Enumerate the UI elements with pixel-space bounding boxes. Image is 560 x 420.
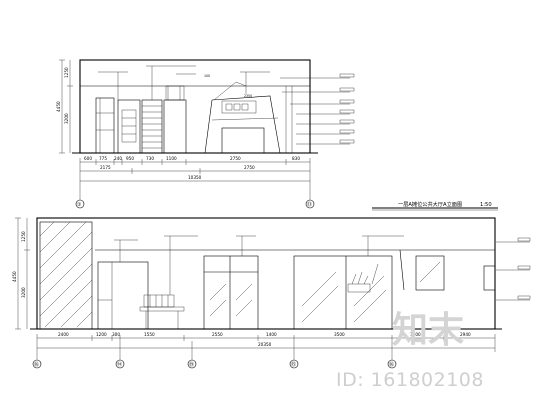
top-callout-leaders xyxy=(98,65,355,145)
bottom-horizontal-dims: 2400 1200 300 1550 2550 1400 3500 1400 2… xyxy=(36,332,496,352)
bottom-display-table xyxy=(139,306,185,312)
top-dim-5: 730 xyxy=(146,156,154,161)
bottom-dim-2: 1200 xyxy=(96,332,107,337)
bottom-vertical-dims: 1250 3200 4450 xyxy=(12,217,30,330)
top-grid-left: ① xyxy=(77,202,82,208)
top-dim-6: 1100 xyxy=(166,156,177,161)
top-grid-right: ⑬ xyxy=(307,201,312,208)
bottom-dim-1: 2400 xyxy=(58,332,69,337)
bottom-dim-5: 2550 xyxy=(212,332,223,337)
top-reception-sign xyxy=(221,100,257,114)
bottom-dim-9: 2940 xyxy=(460,332,471,337)
top-vertical-dims: 1250 3200 4450 xyxy=(56,59,73,154)
watermark-logo: 知末 xyxy=(392,310,464,351)
bottom-grid-2: ⑭ xyxy=(117,361,122,368)
bottom-dim-height-2: 3200 xyxy=(21,287,26,298)
top-left-panel xyxy=(95,97,115,154)
bottom-grid-5: ⑯ xyxy=(389,361,394,368)
top-dim-total: 10350 xyxy=(188,175,202,180)
drawing-title-block: 一层A摊位公共大厅A立面图 1:50 xyxy=(372,200,498,211)
top-dim-4: 950 xyxy=(126,156,134,161)
bottom-grid-markers: ⑯ ⑭ ⑲ ⑮ ⑯ xyxy=(32,341,397,369)
bottom-dim-8: 1400 xyxy=(410,332,421,337)
bottom-callout-leaders xyxy=(114,235,531,301)
top-reception-desk xyxy=(221,127,265,154)
bottom-right-window xyxy=(399,249,496,291)
bottom-plant-decor xyxy=(347,263,379,293)
drawing-title: 一层A摊位公共大厅A立面图 xyxy=(398,200,462,208)
bottom-grid-1: ⑯ xyxy=(34,361,39,368)
bottom-dim-height-3: 4450 xyxy=(12,271,17,282)
bottom-dim-6: 1400 xyxy=(266,332,277,337)
top-dim-row2-2: 2750 xyxy=(244,165,255,170)
bottom-dim-height-1: 1250 xyxy=(21,231,26,242)
bottom-glass-door-1 xyxy=(203,255,259,330)
top-dim-3: 240 xyxy=(114,156,122,161)
top-dim-height-2: 3200 xyxy=(64,113,69,124)
top-dim-inner-1: 100 xyxy=(204,74,210,78)
top-horizontal-dims: 600 775 240 950 730 1100 2750 830 2175 2… xyxy=(79,156,311,185)
watermark-id: ID: 161802108 xyxy=(336,369,484,391)
bottom-dim-total: 20350 xyxy=(258,342,272,347)
top-shelf-unit xyxy=(117,99,141,154)
top-dim-height-1: 1250 xyxy=(64,67,69,78)
top-dim-7: 2750 xyxy=(230,156,241,161)
bottom-dim-4: 1550 xyxy=(144,332,155,337)
bottom-dim-3: 300 xyxy=(112,332,120,337)
bottom-shopfront-1 xyxy=(97,261,149,330)
top-dim-2: 775 xyxy=(99,156,107,161)
top-dim-inner-2: 2350 xyxy=(244,94,252,98)
bottom-grid-4: ⑮ xyxy=(291,361,296,368)
top-elevation: 100 2350 1250 3200 4450 xyxy=(56,59,355,209)
top-dim-row2-1: 2175 xyxy=(100,165,111,170)
bottom-dim-7: 3500 xyxy=(334,332,345,337)
drawing-scale: 1:50 xyxy=(480,202,492,208)
top-dim-1: 600 xyxy=(84,156,92,161)
bottom-hatched-column xyxy=(39,221,93,330)
top-dim-height-3: 4450 xyxy=(56,101,61,112)
top-dim-8: 830 xyxy=(292,156,300,161)
top-doorway xyxy=(163,99,187,154)
bottom-glass-door-2 xyxy=(293,255,393,330)
watermark: 知末 ID: 161802108 xyxy=(336,310,484,391)
top-slat-panel xyxy=(141,99,163,154)
bottom-elevation: 1250 3200 4450 2400 1200 300 1550 2550 1… xyxy=(12,217,531,369)
top-grid-markers: ① ⑬ xyxy=(75,185,315,209)
bottom-grid-3: ⑲ xyxy=(189,361,194,368)
top-reception-wall xyxy=(204,95,281,154)
